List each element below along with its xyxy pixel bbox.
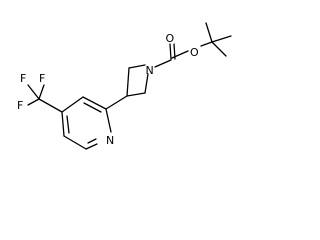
bond-tbu-quaternary-methyl-right xyxy=(211,35,232,43)
bond-pyridine-inner-double-c2-c3 xyxy=(83,102,102,113)
bond-cf3-f-left xyxy=(27,98,40,106)
bond-tbu-quaternary-methyl-bottom xyxy=(211,41,227,57)
atom-label-ester-oxygen: O xyxy=(190,46,199,59)
bond-tbu-quaternary-methyl-top xyxy=(205,22,213,43)
atom-label-fluorine-top-left: F xyxy=(20,72,26,85)
atom-label-azetidine-nitrogen: N xyxy=(146,64,154,77)
atom-label-pyridine-nitrogen: N xyxy=(106,134,114,147)
bond-azetidine-c3-c4 xyxy=(126,92,146,97)
atom-label-carbonyl-oxygen: O xyxy=(166,32,175,45)
bond-azetidine-c4-n xyxy=(144,73,149,94)
bond-cf3-f-top-left xyxy=(27,84,40,100)
atom-label-fluorine-left: F xyxy=(17,99,23,112)
molecule-structure-canvas: N O O N F F F xyxy=(17,22,232,150)
bond-pyridine-n-c2 xyxy=(105,108,112,133)
bond-cf3-f-top-right xyxy=(38,84,45,100)
bond-pyridine-c4-c5 xyxy=(61,111,65,137)
bond-pyridine-inner-double-c4-c5 xyxy=(66,115,70,134)
molecule-structure: N O O N F F F xyxy=(17,22,232,150)
bond-carbonyl-double-1 xyxy=(169,43,172,60)
bond-azetidine-pyridine xyxy=(105,95,128,110)
bond-azetidine-n-c2 xyxy=(128,64,146,69)
bond-pyridine-inner-double-n-c6 xyxy=(87,138,97,144)
bond-tbu-quaternary-ester-oxygen xyxy=(200,41,213,47)
bond-pyridine-c2-c3 xyxy=(82,96,107,110)
bond-carbonyl-carbon-azetidine-nitrogen xyxy=(154,59,172,68)
atom-label-fluorine-top-right: F xyxy=(39,72,45,85)
bond-azetidine-c2-c3 xyxy=(126,67,130,97)
bond-pyridine-c5-c6 xyxy=(63,135,87,150)
bond-carbonyl-double-2 xyxy=(173,43,176,60)
bond-pyridine-c3-c4 xyxy=(61,96,84,113)
bond-pyridine-c4-cf3-carbon xyxy=(38,98,63,113)
bond-pyridine-c6-n xyxy=(85,143,98,150)
